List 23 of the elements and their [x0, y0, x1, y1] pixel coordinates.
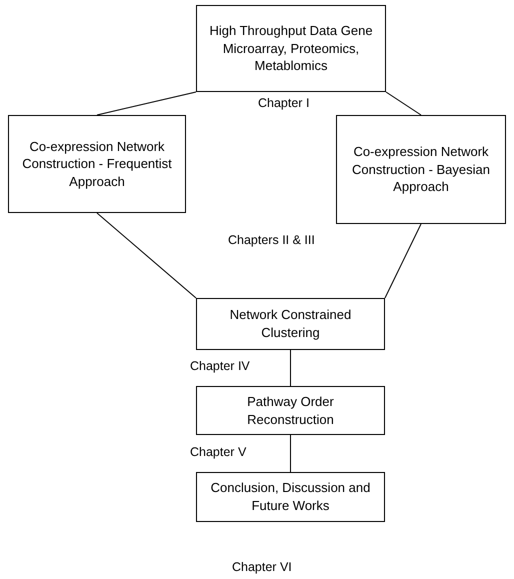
box-text: Pathway Order Reconstruction: [246, 392, 335, 428]
box-text: Network Constrained Clustering: [228, 306, 352, 342]
chapter-label: Chapters II & III: [228, 233, 315, 247]
box-text: Co-expression Network Construction - Bayesian Approach: [350, 143, 491, 196]
connector-line: [96, 212, 196, 298]
process-box: [196, 472, 385, 522]
box-text: Co-expression Network Construction - Frequentist Approach: [21, 138, 173, 190]
chapter-label: Chapter VI: [232, 560, 292, 574]
box-text: Conclusion, Discussion and Future Works: [210, 479, 372, 515]
chapter-label: Chapter V: [190, 445, 246, 459]
process-box: [196, 386, 385, 435]
connector-line: [384, 224, 422, 298]
process-box: [196, 298, 385, 350]
connector-line: [96, 92, 196, 116]
process-box: [336, 115, 506, 224]
box-text: High Throughput Data Gene Microarray, Proteomics, Metablomics: [208, 22, 374, 75]
chapter-label: Chapter I: [258, 96, 310, 110]
connector-line: [290, 350, 291, 386]
process-box: [196, 5, 386, 92]
connector-line: [386, 92, 422, 116]
process-box: [8, 115, 186, 213]
chapter-label: Chapter IV: [190, 359, 250, 373]
connector-line: [290, 434, 291, 472]
